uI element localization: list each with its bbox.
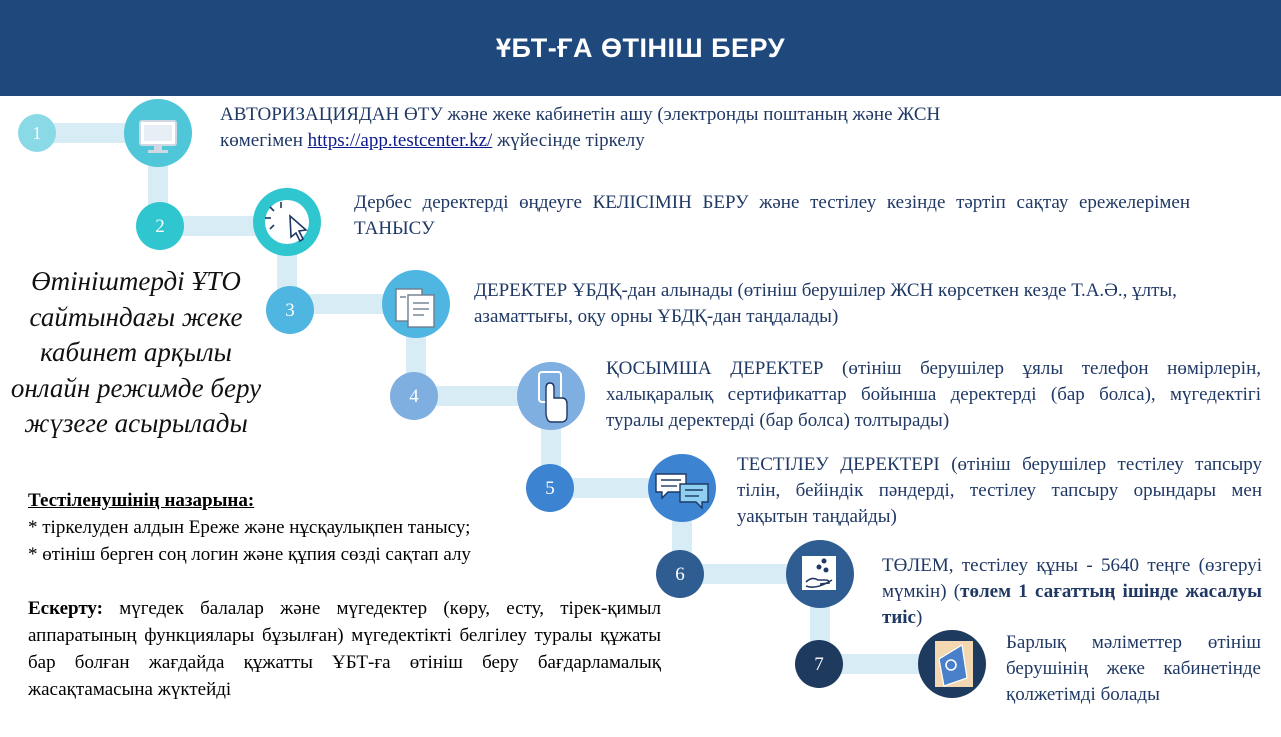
attention-item: * өтініш берген соң логин және құпия сөз… xyxy=(28,544,471,565)
step-1-text-after: жүйесінде тіркелу xyxy=(492,130,645,151)
attention-block: Тестіленушінің назарына: * тіркелуден ал… xyxy=(28,487,628,568)
header-bar xyxy=(0,0,1281,96)
note-text: мүгедек балалар және мүгедектер (көру, е… xyxy=(28,598,661,700)
step-1-number-circle xyxy=(18,114,56,152)
step-1-text-before: АВТОРИЗАЦИЯДАН ӨТУ және жеке кабинетін а… xyxy=(220,104,941,151)
step-6-number: 6 xyxy=(675,564,685,585)
step-3: 3 xyxy=(266,270,450,338)
step-6-text: ТӨЛЕМ, тестілеу құны - 5640 теңге (өзгер… xyxy=(882,553,1262,631)
step-5-text: ТЕСТІЛЕУ ДЕРЕКТЕРІ (өтініш берушілер тес… xyxy=(737,454,1262,527)
step-4: 4 xyxy=(390,362,585,430)
step-2-text: Дербес деректерді өңдеуге КЕЛІСІМІН БЕРУ… xyxy=(354,192,1190,239)
chat-bubbles-icon xyxy=(655,473,709,510)
step-2-number: 2 xyxy=(155,216,165,237)
step-1-number: 1 xyxy=(33,123,42,143)
monitor-icon xyxy=(139,120,177,153)
step-5: 5 xyxy=(526,454,716,522)
step-3-number: 3 xyxy=(285,300,295,321)
email-icon xyxy=(935,641,973,687)
cursor-click-icon xyxy=(265,200,309,244)
step-5-number-circle xyxy=(526,464,574,512)
step-6-number-circle xyxy=(656,550,704,598)
touch-hand-icon xyxy=(538,371,568,423)
step-4-number: 4 xyxy=(409,386,419,407)
step-3-text: ДЕРЕКТЕР ҰБДҚ-дан алынады (өтініш беруші… xyxy=(474,280,1177,327)
step-7-number-circle xyxy=(795,640,843,688)
step-2-number-circle xyxy=(136,202,184,250)
step-4-number-circle xyxy=(390,372,438,420)
step-7-text: Барлық мәліметтер өтініш берушінің жеке … xyxy=(1006,632,1261,705)
documents-icon xyxy=(395,288,435,328)
step-1: 1 xyxy=(18,99,192,167)
note-block: Ескерту: мүгедек балалар және мүгедектер… xyxy=(28,595,661,703)
attention-title: Тестіленушінің назарына: xyxy=(28,490,255,511)
step-4-text: ҚОСЫМША ДЕРЕКТЕР (өтініш берушілер ұялы … xyxy=(606,358,1261,431)
step-6-text-before: ТӨЛЕМ, тестілеу құны - 5640 теңге (өзгер… xyxy=(882,555,1262,602)
step-7-number: 7 xyxy=(814,654,824,675)
testcenter-link[interactable]: https://app.testcenter.kz/ xyxy=(307,130,493,151)
step-7: 7 xyxy=(795,630,986,698)
note-label: Ескерту: xyxy=(28,598,103,619)
step-1-text: АВТОРИЗАЦИЯДАН ӨТУ және жеке кабинетін а… xyxy=(220,102,1020,154)
step-6-text-bold: төлем 1 сағаттың ішінде жасалуы тиіс xyxy=(882,581,1262,628)
step-6: 6 xyxy=(656,540,854,608)
attention-item: * тіркелуден алдын Ереже және нұсқаулықп… xyxy=(28,517,471,538)
steps-flow-diagram: 1 2 3 xyxy=(18,99,986,698)
page-title: ҰБТ-ҒА ӨТІНІШ БЕРУ xyxy=(495,33,786,63)
step-6-text-after: ) xyxy=(916,607,923,628)
step-3-number-circle xyxy=(266,286,314,334)
step-2: 2 xyxy=(136,188,321,256)
payment-hand-icon xyxy=(802,556,836,590)
side-note: Өтініштерді ҰТО сайтындағы жеке кабинет … xyxy=(10,266,262,438)
step-5-number: 5 xyxy=(545,478,555,499)
